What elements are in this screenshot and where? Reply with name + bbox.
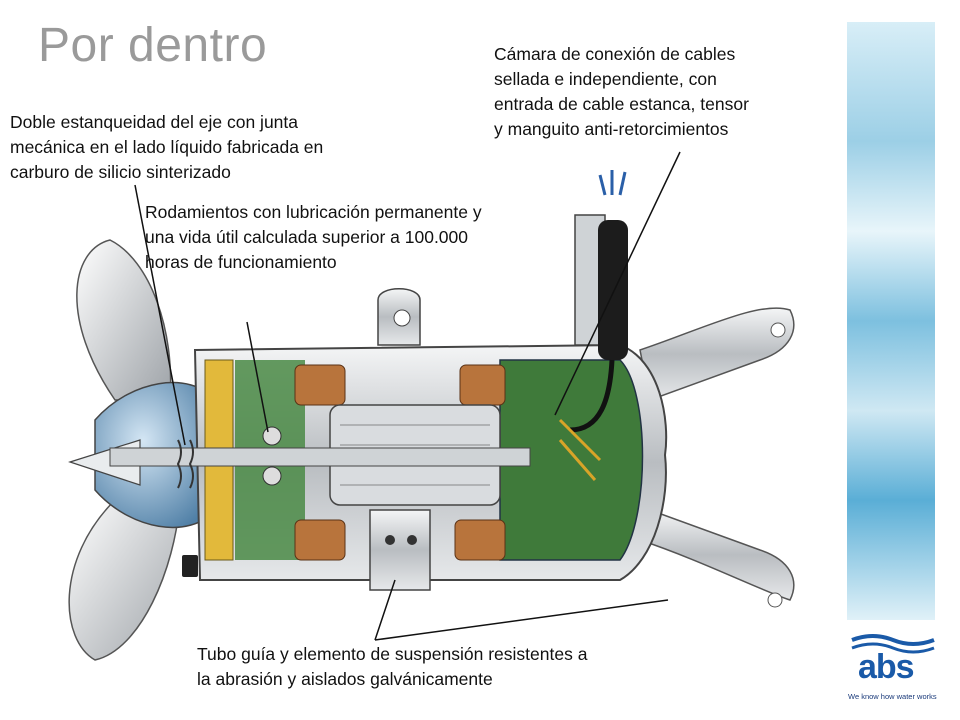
label-shaft-seal: Doble estanqueidad del eje con junta mec… <box>10 112 324 182</box>
leader-lines <box>134 151 681 641</box>
brand-name: abs <box>858 648 915 686</box>
label-cable-chamber: Cámara de conexión de cables sellada e i… <box>494 44 749 139</box>
water-image-strip <box>847 22 935 620</box>
leader-bearings <box>246 321 269 433</box>
label-guide-tube: Tubo guía y elemento de suspensión resis… <box>197 644 588 689</box>
leader-guide-tube-a <box>374 579 396 641</box>
abs-logo <box>851 634 935 654</box>
motor-housing <box>109 288 668 591</box>
leader-cable-chamber <box>554 151 681 416</box>
cable-entry <box>558 170 628 481</box>
label-bearings: Rodamientos con lubricación permanente y… <box>145 202 482 272</box>
rear-fins <box>639 307 795 608</box>
brand-tagline: We know how water works <box>848 692 937 701</box>
page-title: Por dentro <box>38 19 268 72</box>
leader-guide-tube-b <box>374 599 669 641</box>
leader-shaft-seal <box>134 184 186 446</box>
